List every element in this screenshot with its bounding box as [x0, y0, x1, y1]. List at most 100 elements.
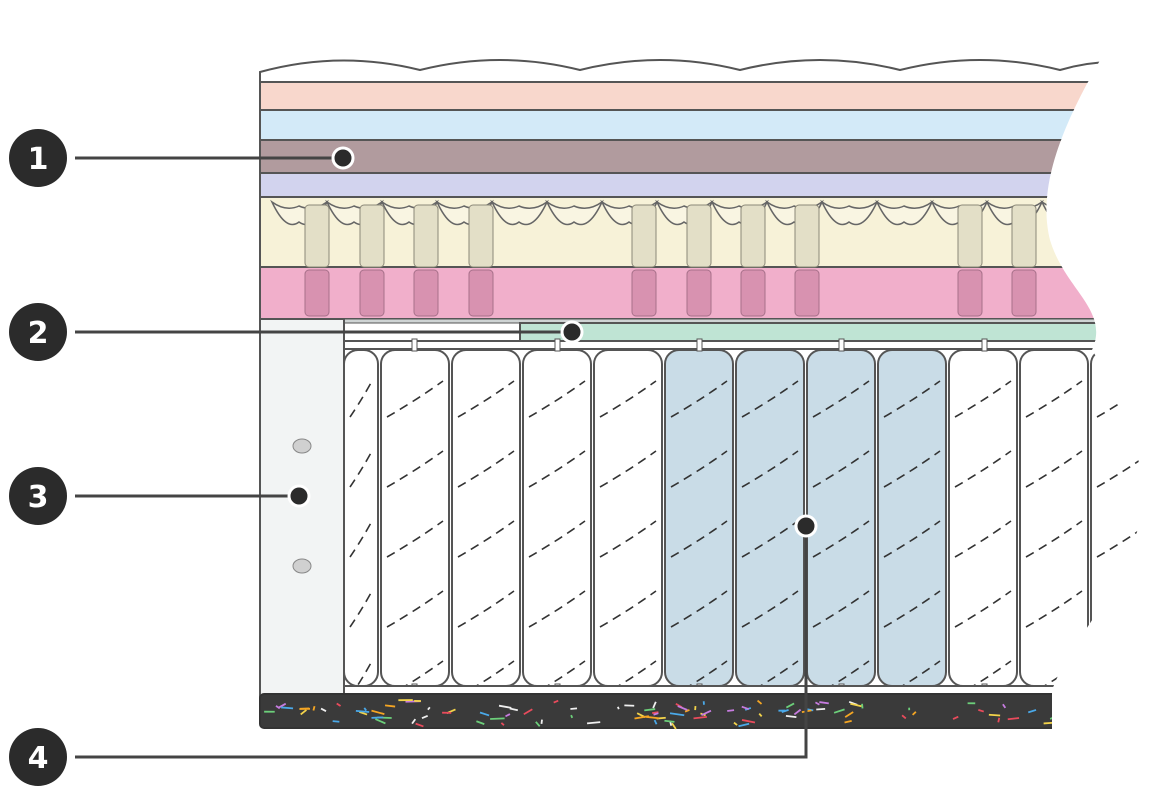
spring-coil — [528, 590, 586, 628]
base-fiber — [952, 715, 959, 720]
column-lower — [957, 269, 983, 317]
callout-4-line — [75, 526, 808, 759]
base-fiber — [785, 714, 797, 719]
base-fiber — [741, 705, 750, 711]
pocket-spring — [451, 349, 521, 698]
base-fiber — [427, 706, 431, 711]
column-upper — [686, 204, 712, 268]
spring-coil — [349, 450, 373, 488]
base-fiber — [644, 708, 656, 712]
edge-hole — [292, 438, 312, 454]
spring-coil — [670, 380, 728, 418]
spring-coil — [599, 520, 657, 558]
spring-bottom-frame — [343, 685, 1143, 695]
callout-number-4: 4 — [28, 741, 49, 776]
base-fiber — [727, 709, 735, 712]
spring-coil — [954, 450, 1012, 488]
column-lower — [468, 269, 494, 317]
base-fiber — [844, 719, 852, 724]
callout-badge-circle — [9, 467, 67, 525]
base-fiber — [1117, 711, 1121, 716]
base-fiber — [693, 715, 707, 720]
foam-wave — [1040, 199, 1099, 226]
base-fiber — [645, 715, 659, 720]
column-upper — [359, 204, 385, 268]
layer-top — [259, 81, 1143, 111]
callout-dots — [287, 146, 818, 538]
base-fiber — [814, 701, 820, 706]
pocket-spring — [1019, 349, 1089, 698]
base-fiber — [275, 705, 281, 710]
spring-coil — [883, 380, 941, 418]
layer-lavender — [259, 172, 1143, 198]
base-fiber — [1119, 713, 1126, 719]
callout-number-1: 1 — [28, 142, 49, 177]
spring-coil — [954, 380, 1012, 418]
base-fiber — [819, 701, 829, 705]
base-fiber — [540, 719, 543, 724]
base-fiber — [320, 707, 327, 712]
support-columns — [304, 204, 1037, 317]
spring-coil — [883, 520, 941, 558]
base-fiber — [833, 708, 845, 714]
base-fiber — [384, 704, 396, 708]
column-lower — [740, 269, 766, 317]
mattress-body — [259, 59, 1143, 730]
base-fiber — [336, 702, 342, 707]
base-fiber — [758, 713, 763, 717]
spring-coil — [670, 590, 728, 628]
pocket-spring — [522, 349, 592, 698]
base-fiber — [523, 708, 533, 716]
frame-clip — [981, 338, 988, 352]
spring-coil — [386, 520, 444, 558]
base-fiber — [844, 711, 854, 718]
column-lower — [1011, 269, 1037, 317]
base-fiber — [816, 707, 826, 711]
base-fiber — [1059, 712, 1066, 716]
spring-coil — [741, 380, 799, 418]
base-fiber — [570, 714, 574, 719]
base-fiber — [1082, 719, 1090, 727]
base-fiber — [363, 707, 367, 712]
base-fiber — [997, 717, 1001, 723]
base-fiber — [509, 707, 519, 712]
spring-coil — [812, 590, 870, 628]
column-upper — [794, 204, 820, 268]
callout-3-dot — [287, 484, 311, 508]
base-fiber — [479, 711, 490, 717]
callout-badge-circle — [9, 728, 67, 786]
spring-coil — [386, 450, 444, 488]
base-fiber — [498, 704, 512, 709]
spring-coil — [812, 450, 870, 488]
frame-clip — [696, 338, 703, 352]
base-fiber — [374, 718, 386, 725]
callout-badge-circle — [9, 129, 67, 187]
spring-coil — [812, 380, 870, 418]
edge-wall-holes — [292, 438, 312, 574]
spring-coil — [670, 520, 728, 558]
base-fiber — [371, 716, 384, 719]
pocket-spring — [735, 349, 805, 698]
base-fiber — [1007, 717, 1020, 721]
pocket-spring — [877, 349, 947, 698]
spring-coil — [741, 590, 799, 628]
spring-coil — [1096, 520, 1143, 558]
spring-coil — [1025, 590, 1083, 628]
base-fiber — [911, 711, 917, 716]
callout-lines — [75, 156, 808, 759]
pocket-spring — [593, 349, 663, 698]
callout-badge-circle — [9, 303, 67, 361]
spring-coil — [349, 590, 373, 628]
base-fiber — [332, 720, 340, 723]
base-fiber — [901, 714, 907, 720]
spring-coil — [599, 590, 657, 628]
spring-coil — [457, 450, 515, 488]
base-fiber — [490, 717, 505, 720]
pocket-spring — [380, 349, 450, 698]
base-fiber — [312, 705, 316, 711]
base-fiber — [617, 706, 620, 710]
spring-coil — [386, 590, 444, 628]
spring-coil — [883, 450, 941, 488]
frame-clip — [411, 338, 418, 352]
spring-coil — [457, 520, 515, 558]
